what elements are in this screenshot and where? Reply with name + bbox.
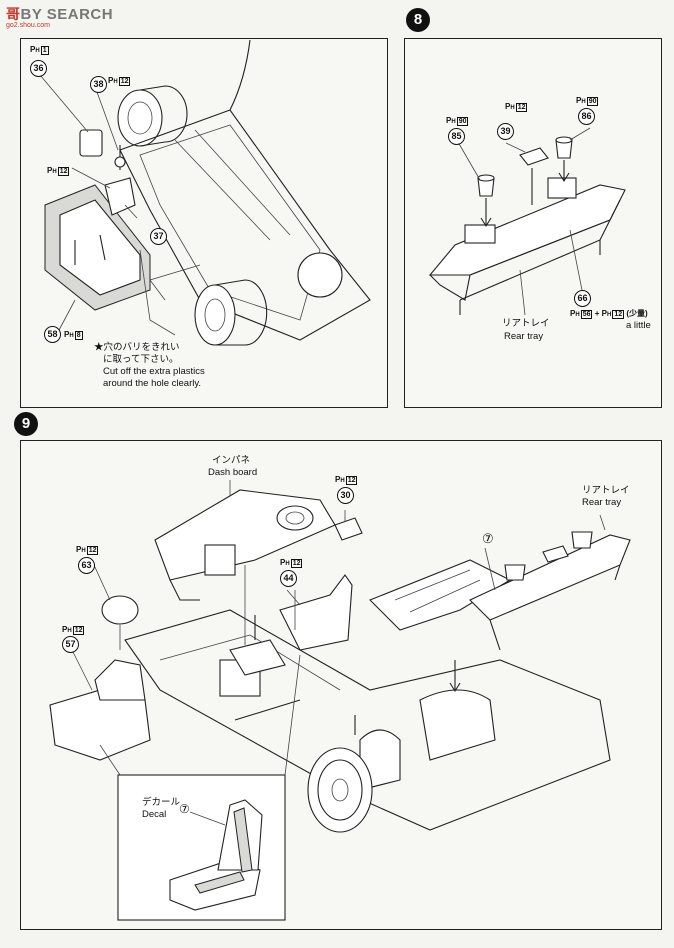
logo-mark: 哥: [6, 6, 21, 22]
step8-number: 8: [406, 8, 430, 32]
step9-dash-en: Dash board: [208, 467, 258, 478]
step9-part-63: 63: [78, 557, 95, 574]
step7-part-36: 36: [30, 60, 47, 77]
step9-part-30: 30: [337, 487, 354, 504]
step8-part-66: 66: [574, 290, 591, 307]
step7-note-en-1: Cut off the extra plastics: [103, 366, 205, 377]
step8-part-85: 85: [448, 128, 465, 145]
site-logo: 哥BY SEARCH: [6, 4, 113, 24]
decal-number: ⑦: [179, 802, 190, 816]
step9-number: 9: [14, 412, 38, 436]
step7-part-38: 38: [90, 76, 107, 93]
step7-note-jp-2: に取って下さい。: [103, 354, 179, 365]
step7-part-37: 37: [150, 228, 167, 245]
step9-part-44: 44: [280, 570, 297, 587]
step7-drawing: [39, 39, 371, 346]
step9-part-57: 57: [62, 636, 79, 653]
decal-label-jp: デカール: [142, 797, 181, 808]
step8-part-86: 86: [578, 108, 595, 125]
step8-tray-jp: リアトレイ: [502, 318, 550, 329]
step9-tray-en: Rear tray: [582, 497, 622, 508]
step9-drawing: [49, 480, 631, 921]
step9-dash-jp: インパネ: [212, 455, 251, 466]
step8-part-39: 39: [497, 123, 514, 140]
step7-part-58: 58: [44, 326, 61, 343]
site-url: go2.shou.com: [6, 22, 50, 29]
decal-label-en: Decal: [142, 809, 167, 820]
step8-drawing: [428, 127, 626, 316]
step9-tray-jp: リアトレイ: [582, 485, 630, 496]
step8-tray-en: Rear tray: [504, 331, 544, 342]
step9-decal-ref: ⑦: [482, 531, 494, 546]
step7-note-en-2: around the hole clearly.: [103, 378, 202, 389]
logo-text: BY SEARCH: [20, 6, 114, 23]
step7-note-jp-1: ★穴のバリをきれい: [94, 342, 180, 353]
step8-glue-en: a little: [626, 320, 651, 331]
